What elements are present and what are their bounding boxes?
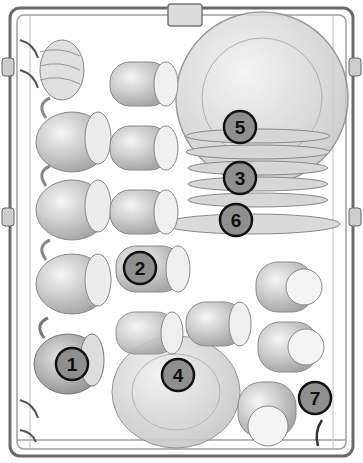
mug (110, 62, 178, 106)
plate (186, 129, 330, 143)
glass (256, 262, 322, 312)
tea-cup (36, 240, 111, 314)
callout-circle (162, 359, 194, 391)
callout-circle (224, 162, 256, 194)
plate (186, 145, 330, 159)
mug (110, 126, 178, 170)
rack-frame (10, 8, 353, 456)
glass (258, 322, 324, 372)
callout-circle (299, 382, 331, 414)
mug (110, 190, 178, 234)
callout-number: 1 (57, 349, 87, 379)
mug (186, 302, 251, 346)
callout-number: 2 (125, 253, 155, 283)
rack-clip (168, 4, 202, 26)
rack-wheel (349, 208, 361, 226)
callout-number: 7 (300, 383, 330, 413)
mug (116, 246, 190, 292)
tea-cup (36, 98, 111, 172)
saucer (40, 40, 84, 100)
rack-tine (20, 40, 38, 442)
tea-cup (34, 318, 104, 394)
plate (188, 161, 328, 175)
mug (116, 312, 183, 354)
plate (176, 12, 348, 184)
rack-wheel (2, 208, 14, 226)
plate (188, 177, 328, 191)
callout-number: 5 (225, 112, 255, 142)
rack-wheel (2, 58, 14, 76)
rack-tine (317, 420, 322, 446)
callout-number: 6 (221, 205, 251, 235)
plate (188, 193, 328, 207)
callout-circle (124, 252, 156, 284)
bowl (132, 354, 220, 430)
rack-wheel (349, 58, 361, 76)
tea-cup (36, 166, 111, 240)
callout-number: 4 (163, 360, 193, 390)
glass (238, 382, 296, 446)
callout-circle (220, 204, 252, 236)
callout-circle (224, 111, 256, 143)
rack-wire (30, 15, 31, 449)
callout-number: 3 (225, 163, 255, 193)
callout-circle (56, 348, 88, 380)
